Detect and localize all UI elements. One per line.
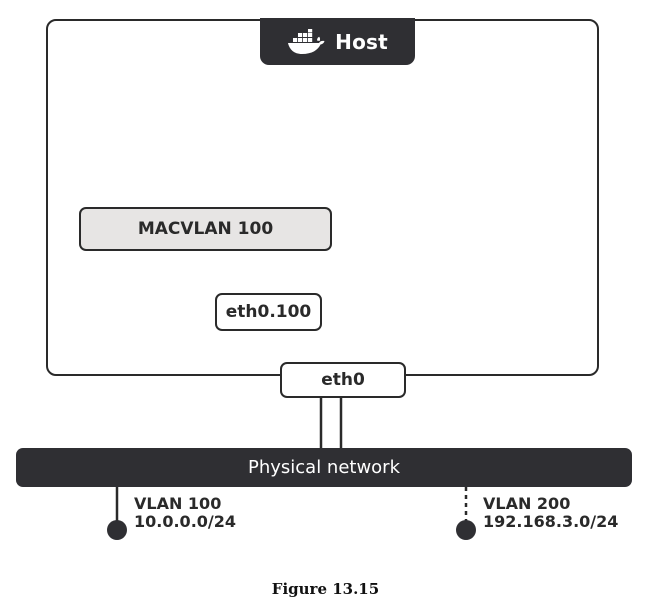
macvlan-network-node: MACVLAN 100	[79, 207, 332, 251]
physical-network-bar: Physical network	[16, 448, 632, 487]
vlan-100-subnet: 10.0.0.0/24	[134, 512, 237, 531]
host-frame	[46, 19, 599, 376]
subinterface-label: eth0.100	[225, 302, 312, 322]
vlan-200-subnet: 192.168.3.0/24	[483, 512, 619, 531]
vlan-100-info: VLAN 100 10.0.0.0/24	[134, 495, 236, 531]
vlan-200-info: VLAN 200 192.168.3.0/24	[483, 495, 618, 531]
eth0-interface-node: eth0	[280, 362, 406, 398]
figure-caption: Figure 13.15	[271, 580, 380, 598]
host-tab: Host	[260, 18, 415, 65]
vlan-100-name: VLAN 100	[134, 494, 222, 513]
host-label: Host	[335, 29, 388, 54]
macvlan-label: MACVLAN 100	[137, 219, 274, 239]
eth0-label: eth0	[321, 370, 365, 390]
subinterface-node: eth0.100	[215, 293, 322, 331]
vlan-200-endpoint	[456, 520, 476, 540]
vlan-200-name: VLAN 200	[483, 494, 571, 513]
vlan-100-endpoint	[107, 520, 127, 540]
docker-whale-icon	[288, 28, 325, 54]
physical-network-label: Physical network	[247, 457, 401, 478]
